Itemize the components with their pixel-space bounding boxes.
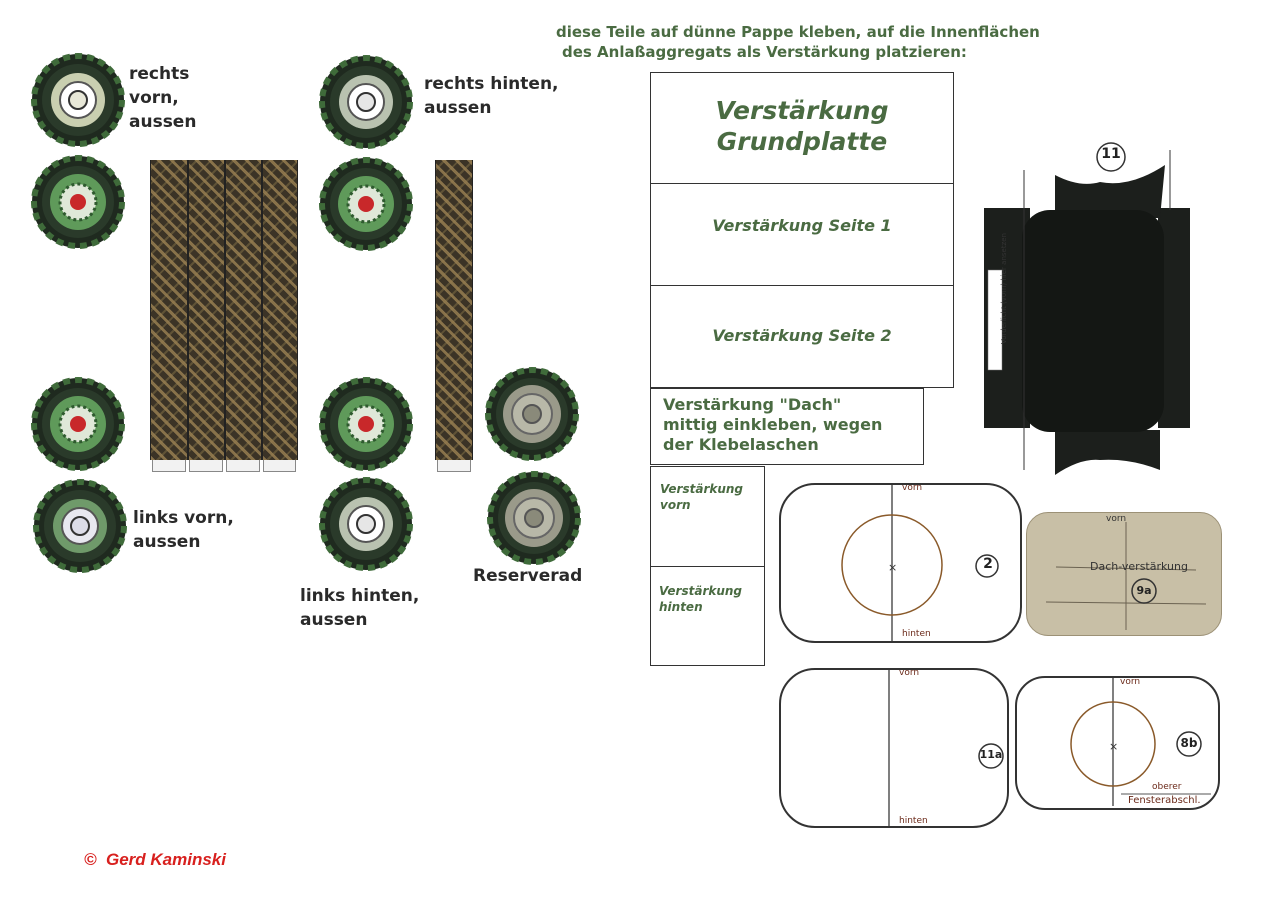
part-8b-fensterabschl: Fensterabschl. <box>1128 795 1201 806</box>
wheel-links-vorn-icon <box>34 480 126 572</box>
vorn-line1: Verstärkung <box>660 482 744 496</box>
part-11a-outline <box>779 668 1009 828</box>
part-9a-vorn: vorn <box>1106 514 1127 524</box>
part-11a-hinten: hinten <box>899 816 928 826</box>
wheels-layer <box>0 0 640 640</box>
part-11-label: 11 <box>1101 146 1121 162</box>
label-links-hinten-1: links hinten, <box>300 586 420 606</box>
box-dach: Verstärkung "Dach" mittig einkleben, weg… <box>650 388 924 465</box>
instruction-line-1: diese Teile auf dünne Pappe kleben, auf … <box>556 23 1040 41</box>
seite-1-label: Verstärkung Seite 1 <box>712 216 892 235</box>
tread-strip-3 <box>225 160 262 460</box>
tread-tab-4 <box>263 460 296 472</box>
part-8b-vorn: vorn <box>1120 677 1141 687</box>
label-links-hinten-2: aussen <box>300 610 368 630</box>
wheel-green-4-icon <box>320 378 412 470</box>
hinten-line2: hinten <box>659 600 703 614</box>
hinten-line1: Verstärkung <box>659 584 743 598</box>
box-seite-2: Verstärkung Seite 2 <box>650 285 954 388</box>
part-9a-shape <box>1026 512 1222 636</box>
wheel-reserve-1-icon <box>486 368 578 460</box>
tread-tab-5 <box>437 460 471 472</box>
part-2-vorn: vorn <box>902 483 923 493</box>
grundplatte-line1: Verstärkung <box>715 96 889 125</box>
label-links-vorn-2: aussen <box>133 532 201 552</box>
grundplatte-line2: Grundplatte <box>716 127 888 156</box>
tread-tab-2 <box>189 460 223 472</box>
part-2-label: 2 <box>983 556 993 572</box>
dach-line1: Verstärkung "Dach" <box>663 395 842 414</box>
wheel-rechts-hinten-icon <box>320 56 412 148</box>
box-seite-1: Verstärkung Seite 1 <box>650 183 954 286</box>
part-11a-label: 11a <box>979 748 1003 761</box>
label-rechts-hinten-2: aussen <box>424 98 492 118</box>
part-11a-vorn: vorn <box>899 668 920 678</box>
part-9a-dach-label: Dach-verstärkung <box>1090 560 1188 573</box>
label-rechts-hinten-1: rechts hinten, <box>424 74 559 94</box>
label-rechts-vorn-3: aussen <box>129 112 197 132</box>
wheel-green-1-icon <box>32 156 124 248</box>
part-8b-drawing: × <box>1070 678 1211 806</box>
label-links-vorn-1: links vorn, <box>133 508 234 528</box>
box-hinten: Verstärkung hinten <box>650 566 765 666</box>
seite-2-label: Verstärkung Seite 2 <box>712 326 892 345</box>
instruction-line-2: des Anlaßaggregats als Verstärkung platz… <box>562 43 967 61</box>
svg-text:×: × <box>1109 740 1118 753</box>
part-8b-oberer: oberer <box>1152 782 1182 792</box>
tread-tab-1 <box>152 460 186 472</box>
box-grundplatte: Verstärkung Grundplatte <box>650 72 954 184</box>
part-11-shape <box>984 142 1190 475</box>
wheel-green-3-icon <box>32 378 124 470</box>
part-11-side-note: Vorderlicht (vorn) hier ansetzen <box>1000 233 1008 344</box>
tread-strip-1 <box>150 160 188 460</box>
part-9a-drawing <box>1045 522 1207 630</box>
vorn-line2: vorn <box>660 498 691 512</box>
label-reserverad: Reserverad <box>473 566 583 586</box>
tread-strip-2 <box>188 160 225 460</box>
dach-line2: mittig einkleben, wegen <box>663 415 883 434</box>
svg-text:×: × <box>888 561 897 574</box>
dach-line3: der Klebelaschen <box>663 435 819 454</box>
part-2-hinten: hinten <box>902 629 931 639</box>
part-11a-drawing <box>888 670 1004 826</box>
label-rechts-vorn-1: rechts <box>129 64 190 84</box>
part-8b-label: 8b <box>1180 736 1198 750</box>
wheel-links-hinten-icon <box>320 478 412 570</box>
part-2-drawing: × <box>841 485 999 641</box>
tread-tab-3 <box>226 460 260 472</box>
wheel-rechts-vorn-icon <box>32 54 124 146</box>
part-9a-label: 9a <box>1136 584 1152 597</box>
wheel-green-2-icon <box>320 158 412 250</box>
copyright-text: © Gerd Kaminski <box>84 850 226 869</box>
box-vorn: Verstärkung vorn <box>650 466 765 567</box>
label-rechts-vorn-2: vorn, <box>129 88 179 108</box>
wheel-reserve-2-icon <box>488 472 580 564</box>
tread-strip-4 <box>262 160 298 460</box>
tread-strip-5 <box>435 160 473 460</box>
